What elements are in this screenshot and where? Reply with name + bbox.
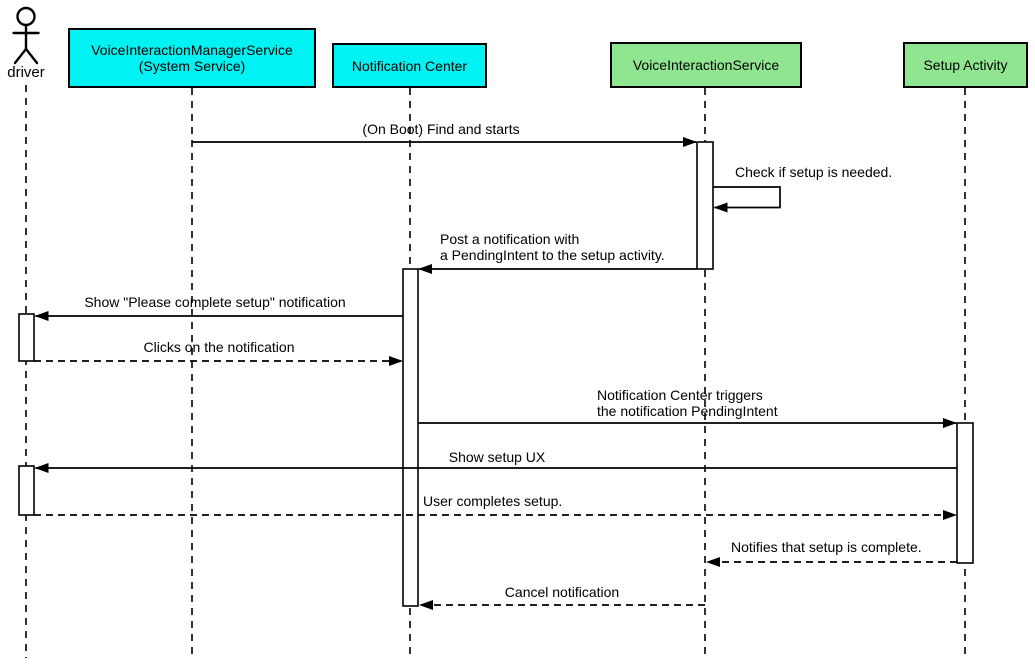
message-label-10: Cancel notification	[504, 584, 620, 600]
participant-box-voice-interaction-manager-service: VoiceInteractionManagerService (System S…	[68, 28, 316, 88]
message-label-5: Clicks on the notification	[143, 339, 295, 355]
participant-label-setup-activity: Setup Activity	[923, 57, 1008, 73]
activation-bar-setup-activity	[956, 422, 974, 564]
activation-bar-driver-1	[18, 313, 35, 362]
participant-box-setup-activity: Setup Activity	[903, 42, 1028, 88]
message-line-2-check-if-setup-needed-self	[713, 186, 781, 213]
participant-box-voice-interaction-service: VoiceInteractionService	[610, 42, 802, 88]
message-label-3: Post a notification with a PendingIntent…	[440, 231, 665, 263]
activation-bar-notification-center	[402, 268, 419, 607]
participant-label-notification-center: Notification Center	[351, 57, 468, 74]
message-label-9: Notifies that setup is complete.	[731, 539, 922, 555]
message-label-7: Show setup UX	[448, 449, 546, 465]
activation-bar-voice-interaction-service	[696, 141, 714, 270]
message-label-4: Show "Please complete setup" notificatio…	[84, 294, 346, 310]
participant-label-driver: driver	[7, 64, 45, 81]
participant-label-voice-interaction-service: VoiceInteractionService	[632, 57, 780, 73]
message-label-2: Check if setup is needed.	[735, 164, 893, 180]
actor-label-driver: driver	[7, 65, 45, 81]
participant-label-voice-interaction-manager-service: VoiceInteractionManagerService (System S…	[91, 42, 293, 74]
message-label-1: (On Boot) Find and starts	[362, 121, 520, 137]
message-label-8: User completes setup.	[423, 493, 563, 509]
participant-box-notification-center: Notification Center	[332, 43, 487, 88]
message-label-6: Notification Center triggers the notific…	[597, 387, 778, 419]
activation-bar-driver-2	[18, 465, 35, 516]
actor-figure-icon	[12, 6, 40, 65]
